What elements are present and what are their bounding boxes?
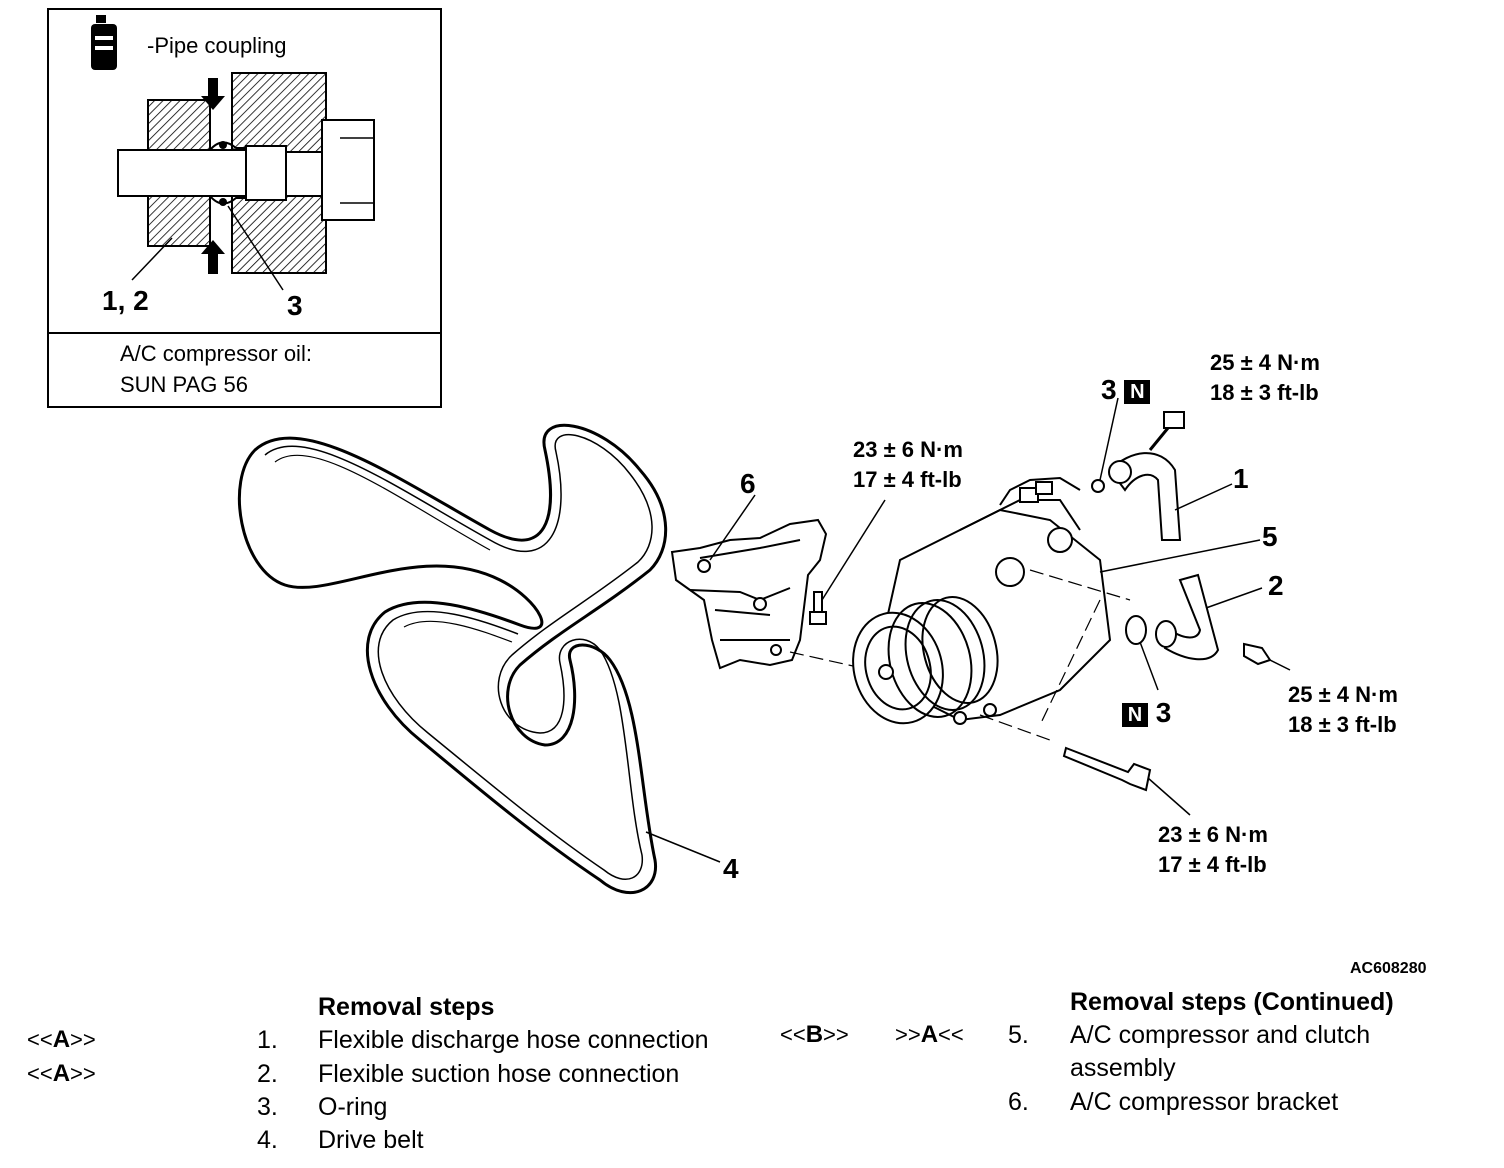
pipe-coupling-inset xyxy=(47,8,442,408)
removal-steps-continued-heading: Removal steps (Continued) xyxy=(1070,988,1394,1016)
step-text: Flexible discharge hose connection xyxy=(318,1026,709,1054)
step-number: 1. xyxy=(257,1026,278,1054)
inset-label-1-2: 1, 2 xyxy=(102,285,149,316)
o-ring-dot xyxy=(219,198,227,206)
figure-id: AC608280 xyxy=(1350,960,1427,977)
down-arrow-icon xyxy=(201,78,225,110)
step-number: 4. xyxy=(257,1126,278,1154)
step-text: Flexible suction hose connection xyxy=(318,1060,680,1088)
new-part-badge: N xyxy=(1122,702,1148,727)
step-code: >>A<< xyxy=(895,1021,964,1048)
inset-label-3: 3 xyxy=(287,290,303,321)
step-code: <<A>> xyxy=(27,1060,96,1087)
inset-title: -Pipe coupling xyxy=(147,33,287,58)
discharge-hose-drawing xyxy=(1091,397,1233,541)
step-text: Drive belt xyxy=(318,1126,424,1154)
oil-can-icon xyxy=(91,15,117,70)
step-number: 6. xyxy=(1008,1088,1029,1116)
callout-6: 6 xyxy=(740,468,756,499)
compressor-bracket-drawing xyxy=(670,494,886,673)
step-number: 5. xyxy=(1008,1021,1029,1049)
step-text: A/C compressor and clutch xyxy=(1070,1021,1371,1049)
oil-spec-line1: A/C compressor oil: xyxy=(120,341,312,366)
drive-belt-drawing xyxy=(237,423,721,895)
step-number: 3. xyxy=(257,1093,278,1121)
step-text: assembly xyxy=(1070,1054,1176,1082)
callout-2: 2 xyxy=(1268,570,1284,601)
callout-3-top: 3 N xyxy=(1101,374,1151,406)
step-code: <<A>> xyxy=(27,1026,96,1053)
ac-compressor-drawing xyxy=(852,476,1261,816)
new-part-badge: N xyxy=(1124,379,1151,404)
o-ring-dot xyxy=(219,141,227,149)
callout-4: 4 xyxy=(723,853,739,884)
step-text: A/C compressor bracket xyxy=(1070,1088,1339,1116)
step-number: 2. xyxy=(257,1060,278,1088)
up-arrow-icon xyxy=(201,240,225,274)
suction-hose-drawing xyxy=(1125,573,1291,691)
step-code: <<B>> xyxy=(780,1021,849,1048)
step-text: O-ring xyxy=(318,1093,388,1121)
removal-steps-heading: Removal steps xyxy=(318,993,495,1021)
oil-spec-line2: SUN PAG 56 xyxy=(120,372,248,397)
callout-1: 1 xyxy=(1233,463,1249,494)
callout-5: 5 xyxy=(1262,521,1278,552)
callout-3-bottom: N 3 xyxy=(1122,697,1171,729)
